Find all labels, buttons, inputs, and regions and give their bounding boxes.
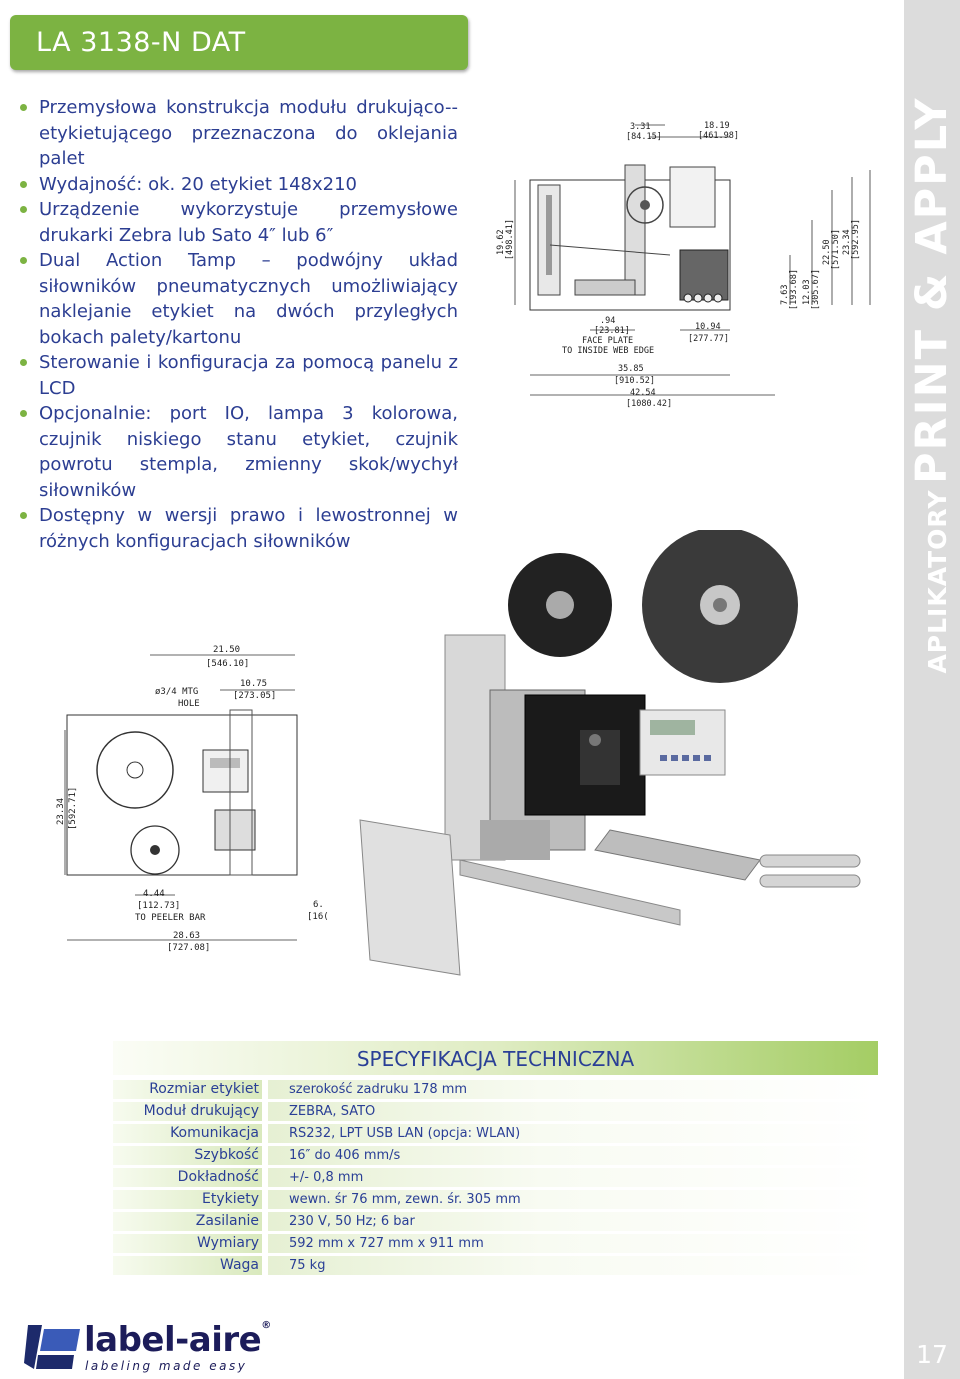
dim-label: 22.50 (822, 239, 832, 265)
spec-label: Etykiety (201, 1191, 259, 1207)
spec-row: Dokładność +/- 0,8 mm (113, 1168, 878, 1187)
dim-label: [592.71] (68, 787, 78, 830)
feature-item: Opcjonalnie: port IO, lampa 3 kolorowa, … (18, 401, 458, 503)
dim-label: [273.05] (233, 691, 276, 701)
spec-value: 16″ do 406 mm/s (289, 1148, 401, 1163)
bullet-dot-icon (20, 206, 27, 213)
dim-label: 10.75 (240, 679, 267, 689)
spec-label: Wymiary (196, 1235, 259, 1251)
technical-drawing-side: 21.50 [546.10] ø3/4 MTG HOLE 10.75 [273.… (56, 645, 329, 953)
feature-item: Sterowanie i konfiguracja za pomocą pane… (18, 350, 458, 401)
dim-label: [727.08] (167, 943, 210, 953)
spec-value: 75 kg (289, 1258, 326, 1273)
spec-value: szerokość zadruku 178 mm (289, 1082, 468, 1097)
feature-item: Urządzenie wykorzystuje przemysłowe druk… (18, 197, 458, 248)
title-bar: LA 3138-N DAT (10, 15, 468, 70)
dim-label: [277.77] (688, 334, 729, 344)
spec-row: Szybkość 16″ do 406 mm/s (113, 1146, 878, 1165)
dim-label: 12.03 (802, 279, 812, 305)
label-aire-logo-icon (24, 1325, 80, 1369)
side-category-text: APLIKATORY PRINT & APPLY (907, 96, 957, 673)
dim-label: [571.50] (831, 229, 841, 270)
dim-label: [112.73] (137, 901, 180, 911)
logo-tagline: labeling made easy (85, 1359, 248, 1373)
dim-label: [23.81] (594, 326, 630, 336)
dim-label: [461.98] (698, 131, 739, 141)
dim-label: TO INSIDE WEB EDGE (562, 346, 654, 356)
spec-value: ZEBRA, SATO (289, 1104, 376, 1119)
spec-label: Komunikacja (170, 1125, 259, 1141)
side-category: APLIKATORY (923, 489, 952, 674)
dim-label: .94 (600, 316, 615, 326)
spec-value: RS232, LPT USB LAN (opcja: WLAN) (289, 1126, 521, 1141)
spec-label: Szybkość (194, 1147, 259, 1163)
feature-list: Przemysłowa konstrukcja modułu drukująco… (18, 95, 458, 554)
bullet-dot-icon (20, 104, 27, 111)
side-product-line: PRINT & APPLY (907, 96, 957, 484)
dim-label: 18.19 (704, 121, 730, 131)
spec-title: SPECYFIKACJA TECHNICZNA (356, 1047, 635, 1071)
feature-item: Wydajność: ok. 20 etykiet 148x210 (18, 172, 458, 198)
spec-label: Rozmiar etykiet (149, 1081, 259, 1097)
dim-label: FACE PLATE (582, 336, 633, 346)
dim-label: 3.31 (630, 122, 650, 132)
dim-label: [592.95] (851, 219, 861, 260)
spec-row: Waga 75 kg (113, 1256, 878, 1275)
dim-label: TO PEELER BAR (135, 913, 206, 923)
dim-label: [498.41] (505, 219, 515, 260)
spec-label: Moduł drukujący (143, 1103, 259, 1119)
page-number: 17 (916, 1340, 948, 1369)
dim-label: [305.67] (811, 269, 821, 310)
dim-label: HOLE (178, 699, 200, 709)
spec-row: Zasilanie 230 V, 50 Hz; 6 bar (113, 1212, 878, 1231)
dim-label: 6. (313, 900, 324, 910)
dim-label: ø3/4 MTG (155, 687, 198, 697)
dim-label: [546.10] (206, 659, 249, 669)
spec-value: 230 V, 50 Hz; 6 bar (289, 1214, 415, 1229)
dim-label: [16( (307, 912, 329, 922)
dim-label: 28.63 (173, 931, 200, 941)
logo-wordmark: label-aire® (84, 1320, 271, 1360)
dim-label: 35.85 (618, 364, 644, 374)
spec-row: Rozmiar etykiet szerokość zadruku 178 mm (113, 1080, 878, 1099)
spec-header: SPECYFIKACJA TECHNICZNA (113, 1041, 878, 1075)
spec-row: Moduł drukujący ZEBRA, SATO (113, 1102, 878, 1121)
spec-row: Wymiary 592 mm x 727 mm x 911 mm (113, 1234, 878, 1253)
dim-label: 23.34 (842, 229, 852, 255)
spec-row: Etykiety wewn. śr 76 mm, zewn. śr. 305 m… (113, 1190, 878, 1209)
bullet-dot-icon (20, 410, 27, 417)
spec-label: Waga (220, 1257, 259, 1273)
side-band (904, 0, 960, 1379)
dim-label: 10.94 (695, 322, 721, 332)
bullet-dot-icon (20, 257, 27, 264)
feature-item: Przemysłowa konstrukcja modułu drukująco… (18, 95, 458, 172)
spec-value: wewn. śr 76 mm, zewn. śr. 305 mm (289, 1192, 521, 1207)
dim-label: [1080.42] (626, 399, 672, 409)
spec-label: Zasilanie (195, 1213, 259, 1229)
bullet-dot-icon (20, 359, 27, 366)
technical-drawing-front: 3.31 [84.15] 18.19 [461.98] 19.62 [498.4… (496, 121, 871, 409)
dim-label: 21.50 (213, 645, 240, 655)
spec-value: +/- 0,8 mm (289, 1170, 364, 1185)
page-title: LA 3138-N DAT (36, 27, 246, 58)
dim-label: 23.34 (56, 798, 66, 825)
dim-label: [193.68] (789, 269, 799, 310)
dim-label: 42.54 (630, 388, 656, 398)
bullet-dot-icon (20, 180, 27, 188)
bullet-dot-icon (20, 512, 27, 519)
dim-label: 4.44 (143, 889, 165, 899)
spec-row: Komunikacja RS232, LPT USB LAN (opcja: W… (113, 1124, 878, 1143)
product-photo (359, 530, 861, 976)
feature-item: Dual Action Tamp – podwójny układ siłown… (18, 248, 458, 350)
dim-label: 19.62 (496, 229, 506, 255)
dim-label: 7.63 (780, 285, 790, 305)
spec-value: 592 mm x 727 mm x 911 mm (289, 1236, 484, 1251)
dim-label: [84.15] (626, 132, 662, 142)
feature-item: Dostępny w wersji prawo i lewostronnej w… (18, 503, 458, 554)
spec-label: Dokładność (177, 1169, 259, 1185)
dim-label: [910.52] (614, 376, 655, 386)
